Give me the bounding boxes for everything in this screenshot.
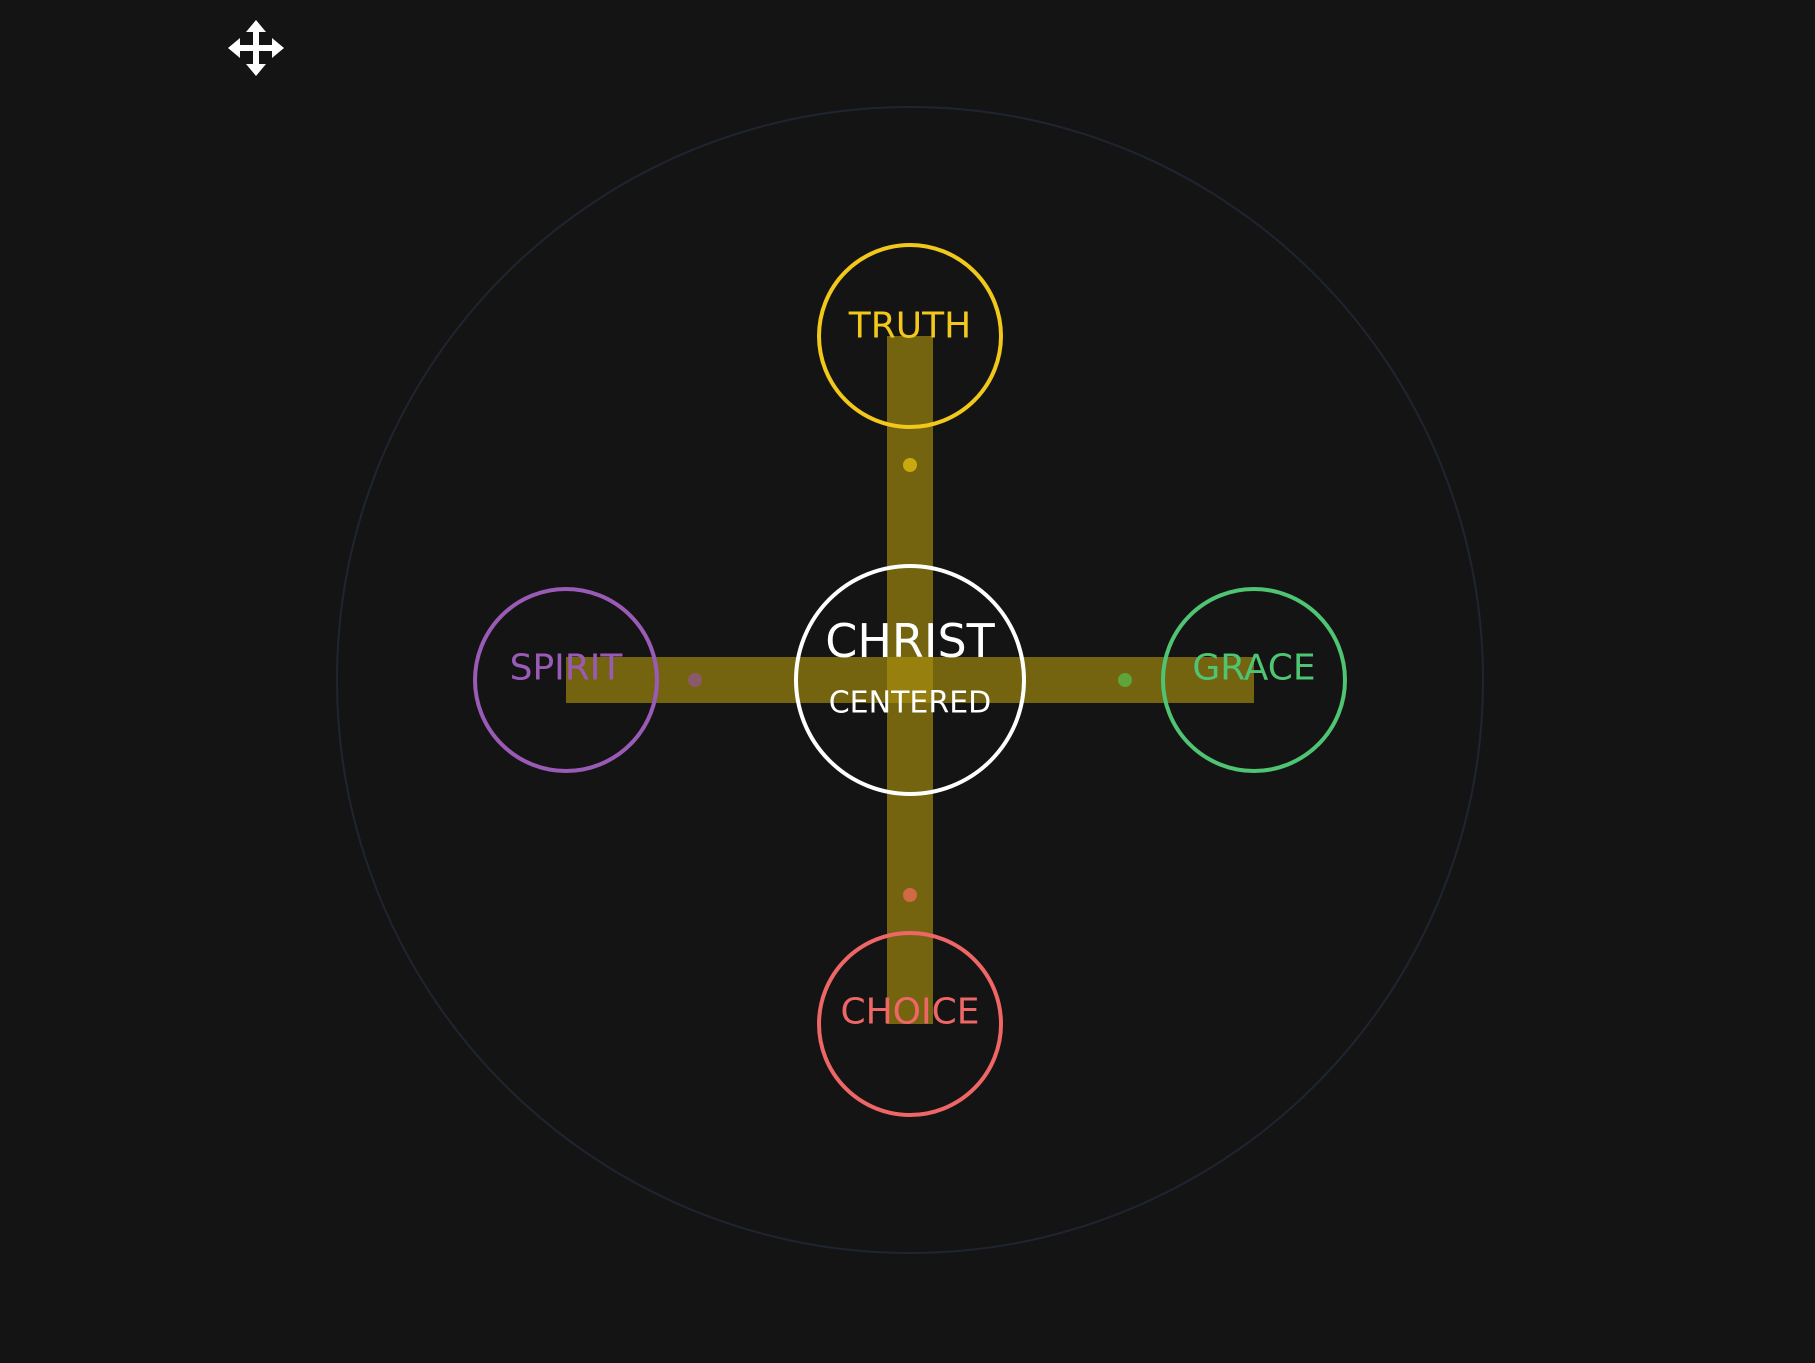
move-handle[interactable] xyxy=(226,18,286,78)
outer-ring xyxy=(336,106,1484,1254)
grace-circle xyxy=(1161,587,1347,773)
node-grace[interactable]: GRACE xyxy=(1161,587,1347,773)
node-center[interactable]: CHRIST CENTERED xyxy=(794,564,1026,796)
choice-connector-dot xyxy=(903,888,917,902)
cross-horizontal-bar xyxy=(566,657,1254,703)
choice-circle xyxy=(817,931,1003,1117)
center-subtitle: CENTERED xyxy=(829,686,992,721)
grace-label: GRACE xyxy=(1192,648,1315,689)
node-spirit[interactable]: SPIRIT xyxy=(473,587,659,773)
move-arrows-icon xyxy=(228,20,284,76)
truth-label: TRUTH xyxy=(848,306,971,347)
truth-circle xyxy=(817,243,1003,429)
node-choice[interactable]: CHOICE xyxy=(817,931,1003,1117)
spirit-connector-dot xyxy=(688,673,702,687)
truth-connector-dot xyxy=(903,458,917,472)
spirit-label: SPIRIT xyxy=(510,648,624,689)
spirit-circle xyxy=(473,587,659,773)
center-circle xyxy=(794,564,1026,796)
choice-label: CHOICE xyxy=(840,992,979,1033)
node-truth[interactable]: TRUTH xyxy=(817,243,1003,429)
center-title: CHRIST xyxy=(825,614,995,668)
grace-connector-dot xyxy=(1118,673,1132,687)
